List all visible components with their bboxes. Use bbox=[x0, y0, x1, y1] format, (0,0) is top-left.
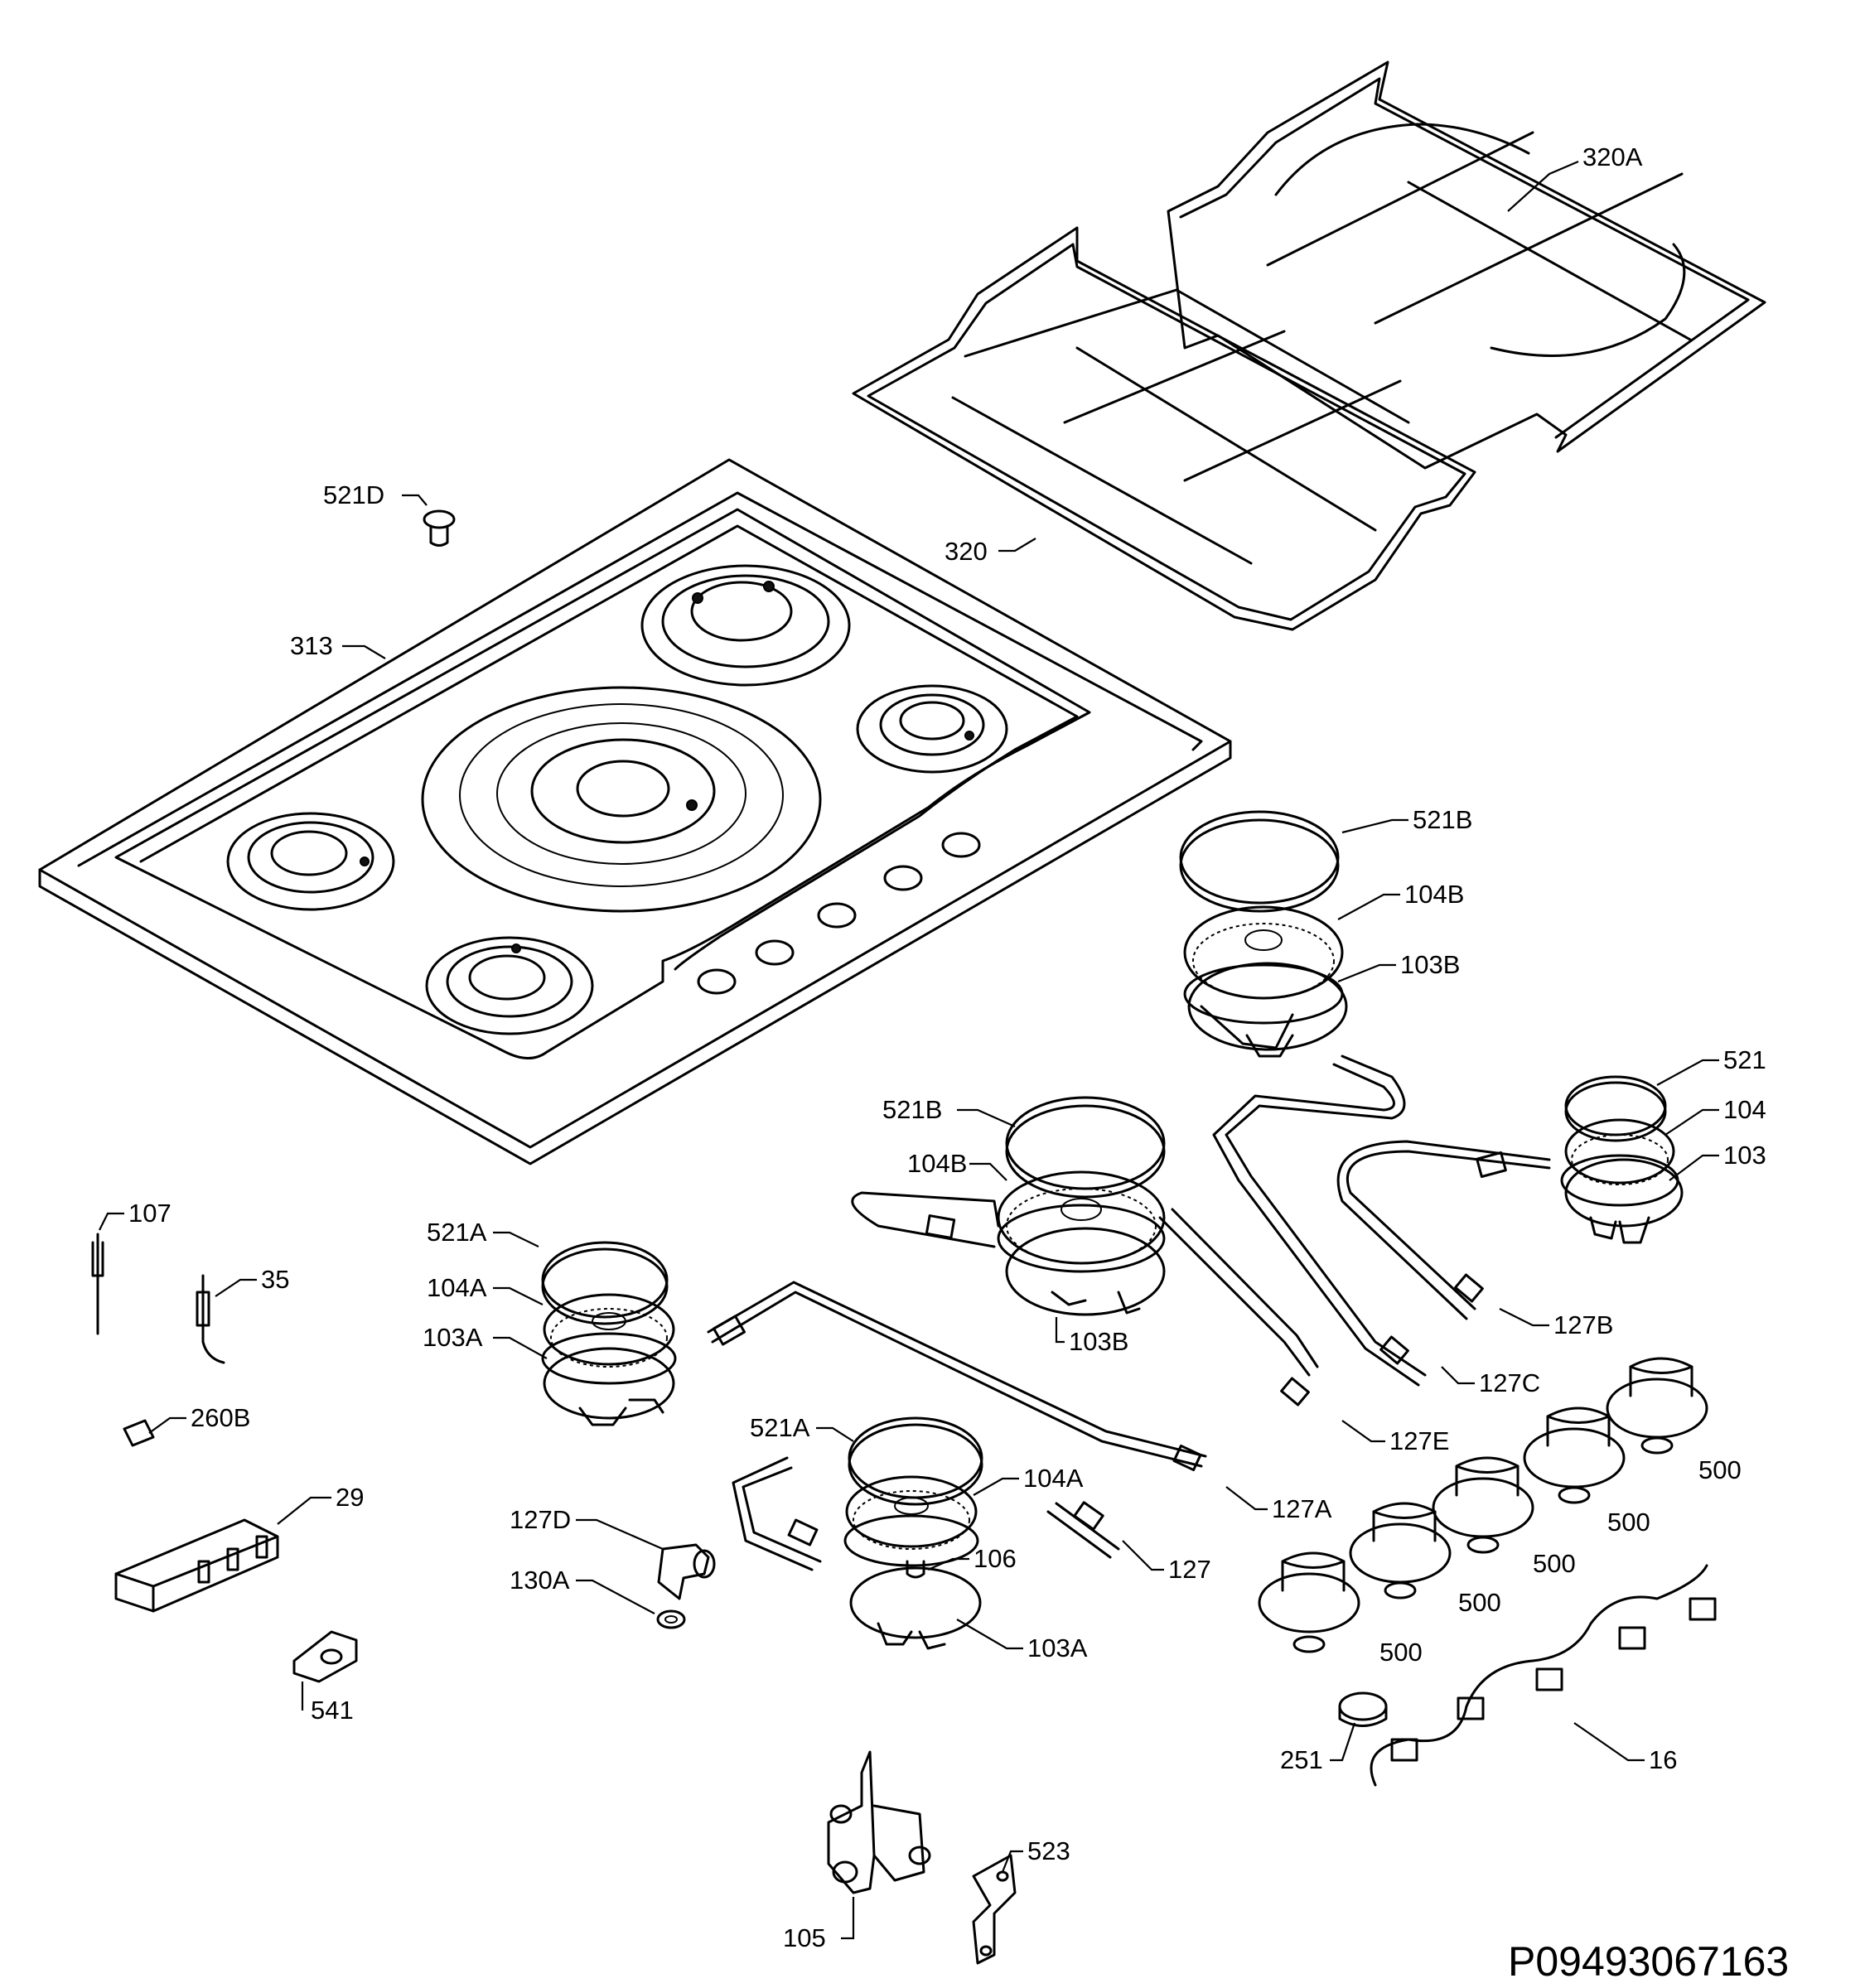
label-104a-1: 104A bbox=[427, 1273, 487, 1302]
label-103: 103 bbox=[1723, 1141, 1766, 1170]
knob-5 bbox=[1606, 1357, 1708, 1455]
label-106: 106 bbox=[974, 1544, 1017, 1573]
label-541: 541 bbox=[311, 1696, 354, 1725]
washer-130a bbox=[656, 1609, 686, 1629]
label-521d: 521D bbox=[323, 480, 384, 509]
label-251: 251 bbox=[1280, 1745, 1323, 1774]
burner-assembly-right bbox=[1560, 1075, 1684, 1244]
label-500-2: 500 bbox=[1607, 1508, 1650, 1537]
label-127d: 127D bbox=[510, 1505, 571, 1534]
label-500-5: 500 bbox=[1379, 1638, 1423, 1667]
knob-4 bbox=[1523, 1407, 1626, 1504]
electrode-35 bbox=[196, 1274, 225, 1364]
label-500-4: 500 bbox=[1458, 1588, 1501, 1617]
label-104b-1: 104B bbox=[1404, 880, 1464, 909]
bracket-523 bbox=[972, 1854, 1017, 1965]
burner-recess-front bbox=[425, 936, 594, 1035]
label-127e: 127E bbox=[1389, 1426, 1449, 1455]
label-521b-1: 521B bbox=[1413, 805, 1472, 834]
label-320: 320 bbox=[945, 537, 988, 566]
burner-assembly-b-top bbox=[1179, 810, 1348, 1058]
label-127: 127 bbox=[1168, 1555, 1211, 1584]
label-104: 104 bbox=[1723, 1095, 1766, 1124]
burner-recess-wok bbox=[421, 686, 822, 913]
label-127c: 127C bbox=[1479, 1368, 1540, 1397]
leader-lines bbox=[99, 160, 1719, 1940]
label-103b-1: 103B bbox=[1400, 950, 1460, 979]
burner-recess-left bbox=[226, 812, 395, 911]
knob-3 bbox=[1432, 1456, 1534, 1554]
elbow-127d bbox=[657, 1543, 716, 1600]
ignition-generator-29 bbox=[114, 1518, 279, 1613]
label-104b-2: 104B bbox=[907, 1149, 967, 1178]
burner-recess-right bbox=[856, 684, 1008, 774]
label-103b-2: 103B bbox=[1069, 1327, 1128, 1356]
label-523: 523 bbox=[1027, 1836, 1070, 1865]
label-103a-1: 103A bbox=[423, 1323, 483, 1352]
label-313: 313 bbox=[290, 631, 333, 660]
bracket-541 bbox=[292, 1630, 358, 1683]
label-127a: 127A bbox=[1272, 1494, 1332, 1523]
thermocouple-107 bbox=[91, 1233, 104, 1335]
label-103a-2: 103A bbox=[1027, 1633, 1088, 1662]
pipe-nuts bbox=[713, 1151, 1507, 1546]
seal-251 bbox=[1338, 1691, 1388, 1727]
pan-support-320 bbox=[852, 226, 1476, 631]
gas-pipes bbox=[707, 1054, 1551, 1571]
hob-top-313 bbox=[38, 458, 1232, 1165]
diagram-code: P09493067163 bbox=[1508, 1938, 1789, 1985]
burner-assembly-b-mid bbox=[997, 1096, 1166, 1316]
burner-assembly-a-left bbox=[541, 1241, 677, 1426]
label-521b-2: 521B bbox=[882, 1095, 942, 1124]
label-105: 105 bbox=[783, 1923, 826, 1952]
knob-1 bbox=[1258, 1551, 1360, 1653]
knob-holes bbox=[697, 832, 981, 995]
knob-2 bbox=[1349, 1502, 1452, 1600]
label-16: 16 bbox=[1649, 1745, 1677, 1774]
label-107: 107 bbox=[128, 1199, 172, 1228]
label-521a-2: 521A bbox=[750, 1413, 810, 1442]
callout-labels: 320A 320 521D 313 521B 104B 103B 521 104… bbox=[128, 142, 1766, 1952]
label-500-3: 500 bbox=[1533, 1549, 1576, 1578]
burner-assembly-a-front bbox=[843, 1416, 983, 1650]
label-127b: 127B bbox=[1553, 1310, 1613, 1339]
control-knobs bbox=[1258, 1357, 1708, 1653]
label-260b: 260B bbox=[191, 1403, 250, 1432]
label-521: 521 bbox=[1723, 1045, 1766, 1074]
label-320a: 320A bbox=[1582, 142, 1643, 171]
label-130a: 130A bbox=[510, 1566, 570, 1595]
label-35: 35 bbox=[261, 1265, 289, 1294]
label-29: 29 bbox=[336, 1483, 364, 1512]
pan-support-320a bbox=[1167, 60, 1766, 470]
gas-valve-105 bbox=[827, 1750, 931, 1894]
clip-260b bbox=[123, 1419, 155, 1447]
burner-recess-top-back bbox=[640, 564, 851, 687]
screw-521d bbox=[423, 509, 456, 547]
label-500-1: 500 bbox=[1698, 1455, 1742, 1484]
switch-harness-16 bbox=[1370, 1564, 1717, 1787]
label-104a-2: 104A bbox=[1023, 1464, 1084, 1493]
label-521a-1: 521A bbox=[427, 1218, 487, 1247]
